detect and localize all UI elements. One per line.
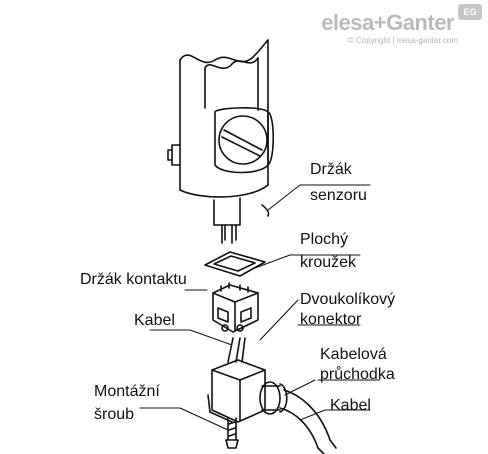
label-flat-ring-line2: kroužek — [300, 254, 357, 271]
label-cable-gland-line1: Kabelová — [320, 346, 387, 363]
brand-logo: elesa+Ganter — [321, 10, 454, 35]
mounting-screw-part — [225, 417, 239, 449]
label-flat-ring-line1: Plochý — [300, 231, 349, 248]
label-mounting-screw-line1: Montážní — [94, 383, 160, 400]
sensor-holder-part — [167, 39, 275, 244]
wires — [227, 337, 246, 363]
label-sensor-holder-line2: senzoru — [310, 187, 367, 204]
cable-gland-part — [259, 381, 337, 454]
label-contact-holder: Držák kontaktu — [80, 271, 187, 288]
contact-holder-part — [212, 282, 259, 333]
label-sensor-holder-line1: Držák — [310, 161, 352, 178]
label-connector-line2: konektor — [300, 311, 362, 328]
brand-badge: EG — [458, 4, 482, 20]
flat-ring-part — [204, 251, 266, 277]
label-cable-gland-line2: průchodka — [320, 366, 395, 383]
label-cable-right: Kabel — [330, 397, 371, 414]
connector-housing — [207, 359, 266, 423]
label-connector-line1: Dvoukolíkový — [300, 291, 396, 308]
leader-lines — [139, 184, 381, 431]
label-cable-left: Kabel — [134, 312, 175, 329]
copyright-note: © Copyright | elesa-ganter.com — [347, 36, 458, 45]
label-mounting-screw-line2: šroub — [94, 406, 135, 423]
